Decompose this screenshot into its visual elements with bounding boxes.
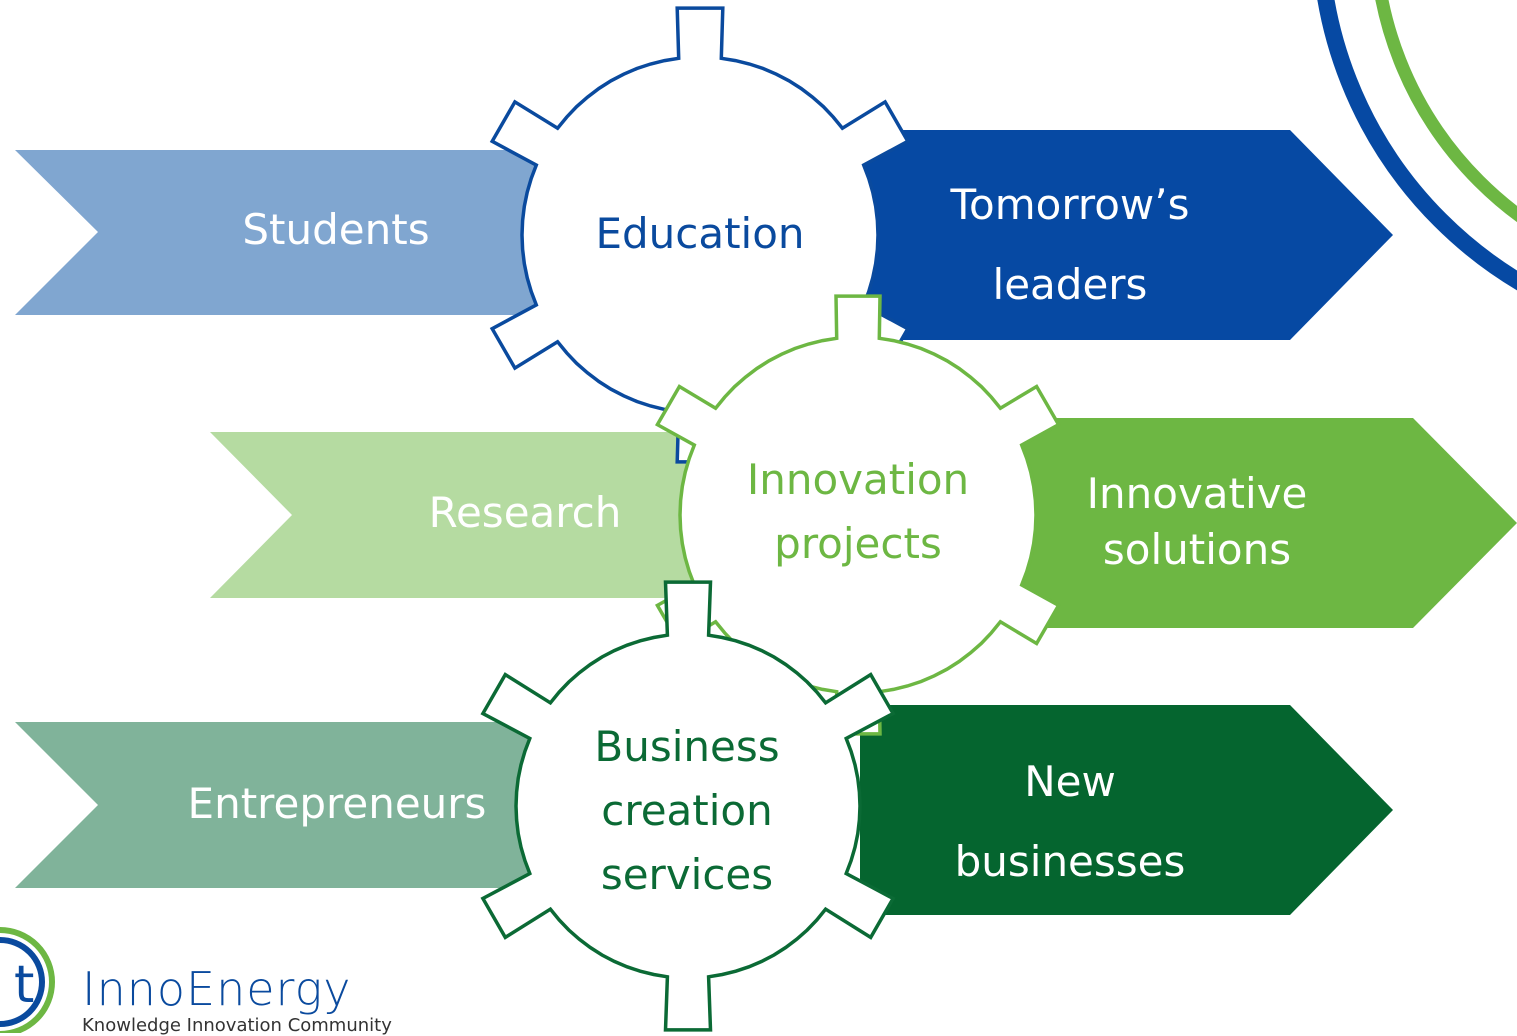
logo-name: InnoEnergy	[82, 962, 352, 1016]
logo-letter: t	[14, 955, 34, 1015]
input-label-research: Research	[428, 488, 622, 537]
process-label-business: Business creation services	[594, 722, 780, 899]
decor-arc-blue	[1317, 0, 1517, 291]
logo-ring-blue	[0, 937, 45, 1027]
output-label-businesses: New businesses	[954, 757, 1186, 886]
logo-tagline: Knowledge Innovation Community	[82, 1015, 392, 1036]
input-arrow-students	[15, 150, 540, 315]
output-label-leaders: Tomorrow’s leaders	[950, 180, 1190, 309]
output-arrow-businesses	[860, 705, 1393, 915]
process-label-education: Education	[595, 209, 805, 258]
input-label-students: Students	[242, 205, 430, 254]
logo-ring-green	[0, 927, 55, 1033]
output-label-solutions: Innovative solutions	[1086, 469, 1308, 574]
process-label-innovation: Innovation projects	[746, 455, 970, 568]
input-arrow-research	[210, 432, 700, 598]
logo-mark: t	[0, 927, 55, 1033]
decor-arc-green	[1375, 0, 1517, 222]
output-arrow-leaders	[860, 130, 1393, 340]
gear-business	[480, 580, 896, 1032]
input-label-entrepreneurs: Entrepreneurs	[187, 779, 487, 828]
input-arrow-entrepreneurs	[15, 722, 540, 888]
output-arrow-solutions	[1010, 418, 1517, 628]
decorative-arcs	[1317, 0, 1517, 291]
